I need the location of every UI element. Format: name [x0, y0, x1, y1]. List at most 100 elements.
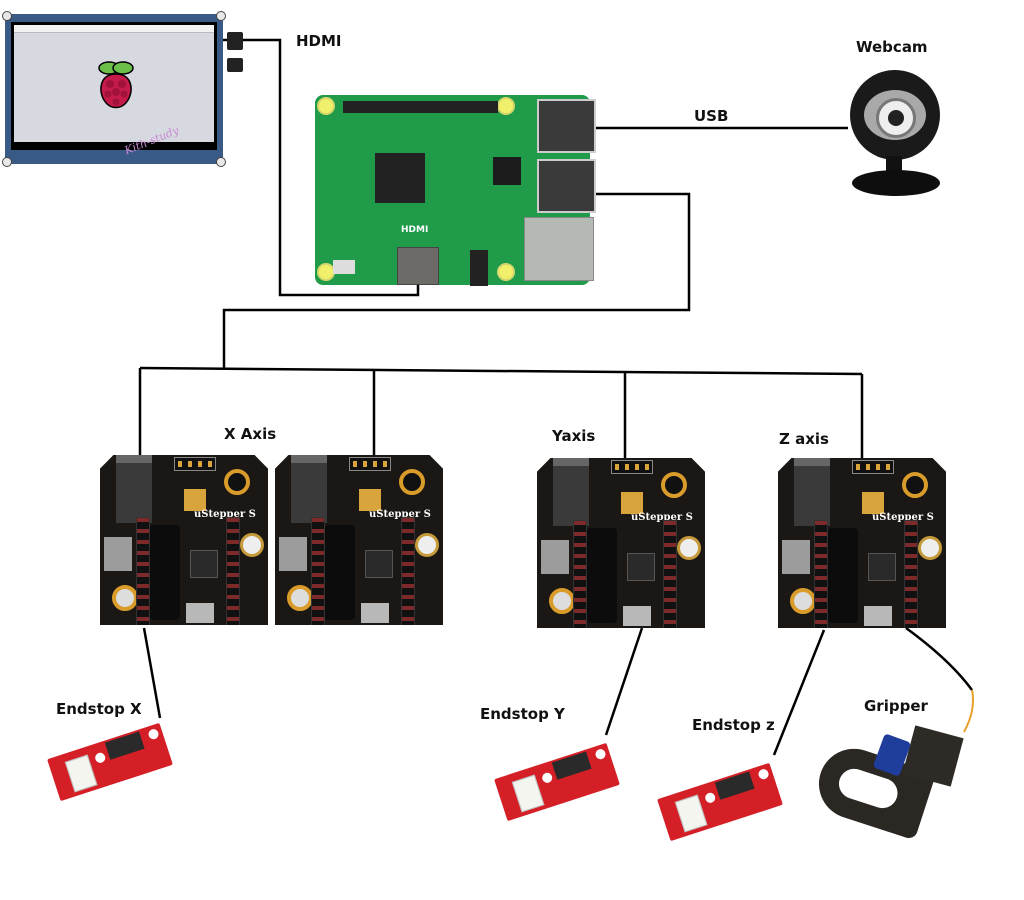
- hdmi-port-display: [227, 32, 243, 50]
- mount-hole: [399, 469, 425, 495]
- gpio-header: [343, 101, 498, 113]
- microcontroller: [868, 553, 896, 581]
- webcam-base: [852, 170, 940, 196]
- label-z-axis: Z axis: [779, 430, 829, 448]
- microcontroller: [627, 553, 655, 581]
- endstop-connector: [64, 754, 98, 793]
- bus-header: [611, 460, 653, 474]
- mount-hole: [703, 791, 717, 805]
- webcam-lens: [876, 98, 916, 138]
- pin-header-right: [226, 517, 240, 625]
- pin-header-right: [663, 520, 677, 628]
- ustepper-board-x2: uStepper S: [275, 455, 443, 625]
- audio-jack: [470, 250, 488, 286]
- reset-button: [918, 536, 942, 560]
- regulator: [279, 537, 307, 571]
- wire-endstop-x: [142, 627, 162, 719]
- desktop: [14, 25, 214, 142]
- micro-usb-port: [186, 603, 214, 623]
- microcontroller: [365, 550, 393, 578]
- reset-button: [677, 536, 701, 560]
- ustepper-board-y: uStepper S: [537, 458, 705, 628]
- mount-hole: [540, 771, 554, 785]
- mount-hole: [93, 751, 107, 765]
- usb-port-lower: [537, 159, 596, 213]
- micro-switch: [104, 731, 145, 760]
- label-endstop-z: Endstop z: [692, 716, 775, 734]
- reset-button: [240, 533, 264, 557]
- label-endstop-y: Endstop Y: [480, 705, 565, 723]
- dc-jack: [291, 455, 327, 523]
- micro-usb-port: [864, 606, 892, 626]
- dc-jack: [116, 455, 152, 523]
- micro-switch: [551, 751, 592, 780]
- driver-chip: [862, 492, 884, 514]
- micro-usb-power: [333, 260, 355, 274]
- microcontroller: [190, 550, 218, 578]
- mount-hole: [902, 472, 928, 498]
- mount-hole: [661, 472, 687, 498]
- endstop-x: [45, 720, 175, 802]
- capacitor: [828, 528, 858, 623]
- pin-header-right: [401, 517, 415, 625]
- mount-hole: [757, 767, 770, 781]
- endstop-z: [655, 760, 785, 842]
- wire-gripper: [905, 626, 974, 691]
- pin-header-left: [136, 517, 150, 625]
- label-y-axis: Yaxis: [552, 427, 596, 445]
- raspberry-logo-icon: [98, 61, 134, 109]
- wire-bus-main: [139, 366, 863, 376]
- pin-header-left: [311, 517, 325, 625]
- lan-chip: [493, 157, 521, 185]
- mount-hole: [549, 588, 575, 614]
- reset-button: [415, 533, 439, 557]
- board-brand: uStepper S: [872, 512, 934, 523]
- capacitor: [325, 525, 355, 620]
- mount-hole: [497, 263, 515, 281]
- bus-header: [852, 460, 894, 474]
- bus-header: [349, 457, 391, 471]
- regulator: [782, 540, 810, 574]
- endstop-connector: [511, 774, 545, 813]
- wire-endstop-y: [604, 627, 644, 736]
- mount-hole: [2, 157, 12, 167]
- mount-hole: [317, 97, 335, 115]
- webcam-neck: [886, 156, 902, 172]
- endstop-y: [492, 740, 622, 822]
- mount-hole: [112, 585, 138, 611]
- driver-chip: [359, 489, 381, 511]
- label-usb: USB: [694, 107, 729, 125]
- webcam-head: [850, 70, 940, 160]
- touchscreen-display: Kith-study: [2, 11, 243, 167]
- driver-chip: [621, 492, 643, 514]
- usb-port-display: [227, 58, 243, 72]
- mount-hole: [2, 11, 12, 21]
- label-webcam: Webcam: [856, 38, 928, 56]
- pin-header-left: [814, 520, 828, 628]
- mount-hole: [147, 727, 160, 741]
- board-brand: uStepper S: [631, 512, 693, 523]
- mount-hole: [216, 11, 226, 21]
- usb-port-upper: [537, 99, 596, 153]
- mount-hole: [790, 588, 816, 614]
- label-hdmi: HDMI: [296, 32, 342, 50]
- mount-hole: [216, 157, 226, 167]
- ethernet-port: [524, 217, 594, 281]
- webcam: [848, 70, 943, 200]
- capacitor: [150, 525, 180, 620]
- micro-usb-port: [623, 606, 651, 626]
- ustepper-board-x1: uStepper S: [100, 455, 268, 625]
- label-endstop-x: Endstop X: [56, 700, 142, 718]
- hdmi-port-pi: [397, 247, 439, 285]
- label-x-axis: X Axis: [224, 425, 277, 443]
- endstop-pcb: [494, 742, 620, 822]
- mount-hole: [594, 747, 607, 761]
- regulator: [541, 540, 569, 574]
- mount-hole: [497, 97, 515, 115]
- bus-header: [174, 457, 216, 471]
- driver-chip: [184, 489, 206, 511]
- dc-jack: [553, 458, 589, 526]
- endstop-connector: [674, 794, 708, 833]
- capacitor: [587, 528, 617, 623]
- mount-hole: [224, 469, 250, 495]
